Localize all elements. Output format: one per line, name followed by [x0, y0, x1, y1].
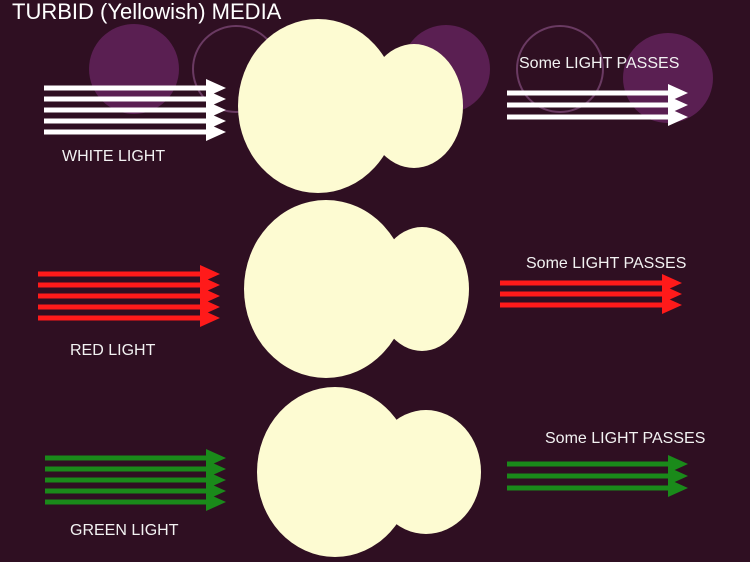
white-output-arrow-arrowhead	[668, 84, 688, 102]
red-input-arrow-shaft	[38, 304, 202, 310]
white-output-label: Some LIGHT PASSES	[519, 55, 680, 72]
green-input-arrow-arrowhead	[206, 493, 226, 511]
decor-circle	[623, 33, 713, 123]
turbid-medium-0	[238, 19, 398, 193]
red-light-label: RED LIGHT	[70, 342, 156, 359]
white-input-arrow-shaft	[44, 118, 208, 124]
white-input-arrow-shaft	[44, 107, 208, 113]
white-output-arrow-shaft	[507, 114, 670, 120]
red-output-arrow-shaft	[500, 302, 664, 308]
white-output-arrow-shaft	[507, 102, 670, 108]
white-output-arrow-arrowhead	[668, 96, 688, 114]
green-input-arrow-shaft	[45, 466, 208, 472]
red-output-label: Some LIGHT PASSES	[526, 255, 687, 272]
turbid-medium-lobe-2	[371, 410, 481, 534]
green-output-label: Some LIGHT PASSES	[545, 430, 706, 447]
white-input-arrow-shaft	[44, 96, 208, 102]
slide-title: TURBID (Yellowish) MEDIA	[12, 0, 282, 24]
white-output-arrow-shaft	[507, 90, 670, 96]
red-output-arrow-shaft	[500, 291, 664, 297]
red-output-arrow-arrowhead	[662, 296, 682, 314]
white-input-arrow-shaft	[44, 129, 208, 135]
green-output-arrow-arrowhead	[668, 455, 688, 473]
green-output-arrow-shaft	[507, 485, 670, 491]
green-input-arrow-shaft	[45, 499, 208, 505]
red-input-arrow-shaft	[38, 293, 202, 299]
green-input-arrow-shaft	[45, 477, 208, 483]
turbid-medium-lobe-1	[375, 227, 469, 351]
turbid-medium-2	[257, 387, 413, 557]
green-input-arrow-shaft	[45, 455, 208, 461]
white-input-arrow-arrowhead	[206, 123, 226, 141]
red-input-arrow-shaft	[38, 315, 202, 321]
red-input-arrow-shaft	[38, 271, 202, 277]
green-input-arrow-shaft	[45, 488, 208, 494]
red-output-arrow-shaft	[500, 280, 664, 286]
green-light-label: GREEN LIGHT	[70, 522, 179, 539]
green-output-arrow-shaft	[507, 461, 670, 467]
decor-circle	[89, 24, 179, 114]
green-output-arrow-arrowhead	[668, 479, 688, 497]
white-input-arrow-shaft	[44, 85, 208, 91]
turbid-medium-1	[244, 200, 408, 378]
decor-ring	[516, 25, 604, 113]
red-input-arrow-shaft	[38, 282, 202, 288]
turbid-medium-lobe-0	[365, 44, 463, 168]
red-input-arrow-arrowhead	[200, 309, 220, 327]
green-output-arrow-shaft	[507, 473, 670, 479]
white-output-arrow-arrowhead	[668, 108, 688, 126]
green-output-arrow-arrowhead	[668, 467, 688, 485]
white-light-label: WHITE LIGHT	[62, 148, 166, 165]
